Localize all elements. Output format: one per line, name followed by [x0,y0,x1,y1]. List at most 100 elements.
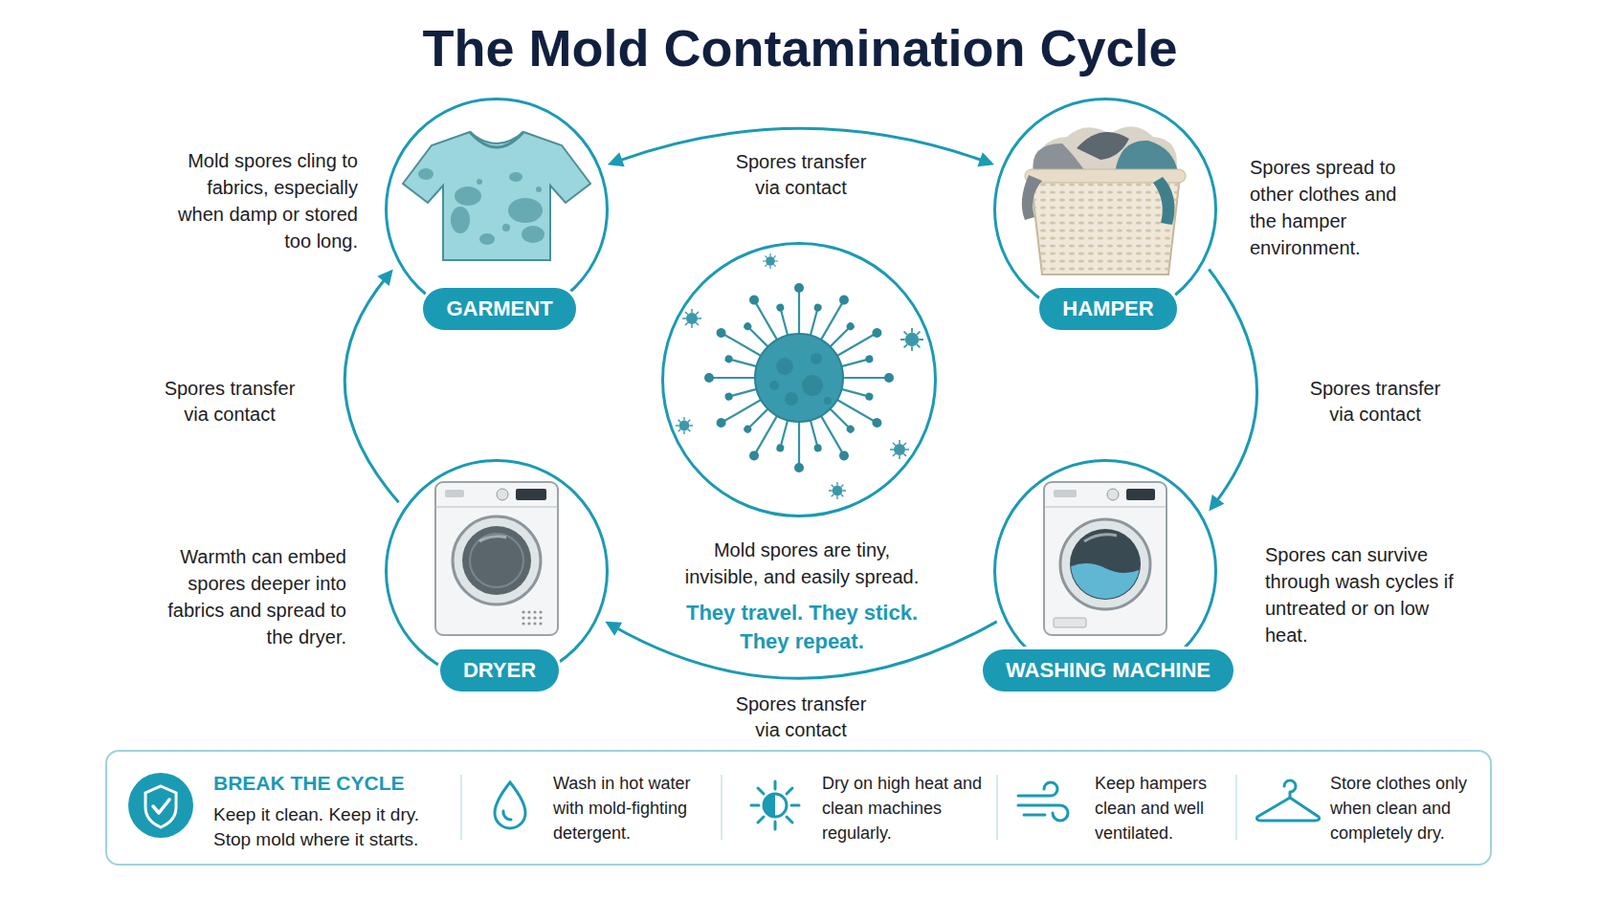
art-path [1030,177,1180,275]
station-label: DRYER [440,649,559,692]
edge-label: Spores transfer via contact [724,149,878,201]
art-g [418,168,545,245]
art-circle [502,223,511,232]
art-use [675,417,693,435]
edge-label: Spores transfer via contact [153,376,307,428]
art-g [769,353,832,406]
art-use [838,385,874,402]
art-path [1018,782,1058,797]
art-path [1076,132,1130,160]
art-ellipse [454,186,482,206]
art-circle [755,333,844,423]
t-shirt-art [402,132,591,261]
transfer-arrow [1208,269,1257,512]
art-ellipse [479,233,495,245]
art-use [714,395,766,430]
art-line [757,817,764,823]
art-line [786,817,793,823]
art-path [1030,177,1180,275]
art-line [1044,507,1167,509]
arrow-head [377,269,393,287]
tip-text: Wash in hot water with mold-fighting det… [553,771,707,846]
dryer-circle: DRYERWarmth can embed spores deeper into… [384,459,609,684]
art-use [889,440,910,460]
art-line [996,775,999,841]
art-circle [521,610,525,614]
art-circle [527,622,531,625]
art-use [806,303,823,339]
art-circle [769,380,779,391]
art-rect [435,482,558,636]
art-use [816,412,851,464]
art-use [806,417,823,453]
station-label: WASHING MACHINE [982,649,1234,692]
art-circle [535,186,542,193]
art-line [435,507,558,509]
shield-icon [128,773,194,839]
art-circle [476,178,483,185]
art-circle [521,616,525,620]
art-rect [444,489,465,498]
edge-label: Spores transfer via contact [724,691,878,744]
station-label: HAMPER [1039,288,1177,331]
art-line [774,822,778,830]
garment-circle: GARMENTMold spores cling to fabrics, esp… [384,97,609,322]
art-circle [776,357,794,376]
art-use [775,303,792,339]
art-circle [810,353,823,365]
art-circle [496,488,509,501]
art-g [1066,563,1144,605]
art-path [1257,798,1320,822]
art-g [521,610,542,625]
station-description: Warmth can embed spores deeper into fabr… [150,543,347,651]
art-path [1153,177,1175,225]
art-path [469,132,524,148]
spore-slogan: They travel. They stick. They repeat. [672,599,932,657]
sun-icon [751,781,800,830]
art-line [1235,775,1238,841]
art-line [720,775,723,841]
edge-label: Spores transfer via contact [1298,376,1452,428]
art-use [714,326,766,361]
art-ellipse [508,198,543,223]
hamper-art [1022,126,1186,275]
art-use [816,293,851,345]
art-ellipse [521,225,545,244]
tip-text: Dry on high heat and clean machines regu… [822,771,990,846]
station-label: GARMENT [422,288,576,331]
art-use [747,293,782,345]
band-heading: BREAK THE CYCLE [213,771,405,797]
art-use [794,420,804,473]
art-use [833,395,885,430]
art-path [1084,534,1117,542]
art-circle [521,622,525,625]
art-path [145,786,177,828]
art-path [1284,780,1296,799]
arrow-curve [1208,269,1257,505]
art-circle [462,526,532,596]
transfer-arrow [344,269,399,504]
art-line [757,788,764,795]
arrow-head [977,152,995,167]
arrow-curve [344,276,399,503]
art-use [794,283,804,336]
art-use [838,354,874,371]
art-use [724,385,760,402]
arrow-head [604,622,623,637]
art-rect [515,488,547,501]
art-line [786,788,793,795]
art-line [460,775,463,841]
art-circle [538,610,542,614]
art-path [1022,175,1043,221]
art-circle [538,616,542,620]
hamper-circle: HAMPERSpores spread to other clothes and… [993,97,1218,322]
art-path [153,800,170,814]
art-line [751,804,759,808]
tip-text: Store clothes only when clean and comple… [1330,771,1482,846]
art-ellipse [509,172,523,182]
art-circle [533,610,536,614]
art-ellipse [450,206,470,234]
station-description: Spores spread to other clothes and the h… [1249,154,1427,262]
